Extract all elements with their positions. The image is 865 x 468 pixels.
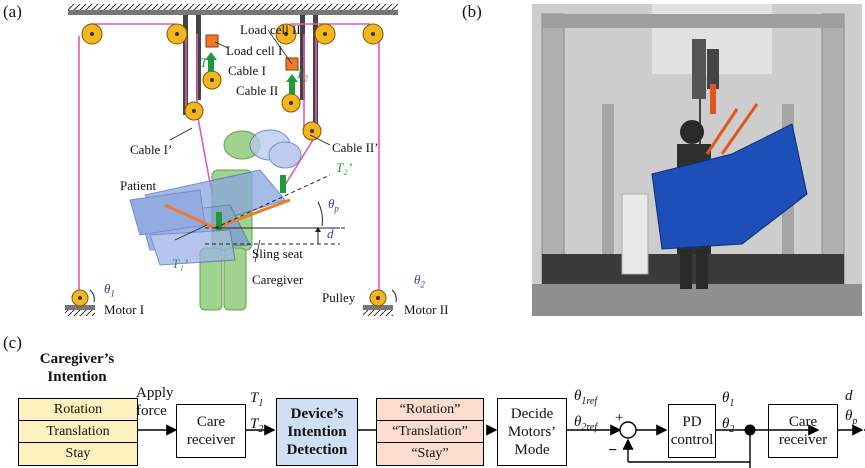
frame-post (300, 15, 305, 100)
motor-2-icon (363, 289, 397, 316)
t1-label: T1 (200, 55, 212, 73)
motor-angle-labels: θ1 θ2 (722, 390, 735, 435)
control-block-diagram-arrows (138, 421, 865, 468)
theta2-label: θ2 (414, 272, 425, 290)
cable-2p-label: Cable II’ (332, 140, 379, 155)
mode-stack: “Rotation” “Translation” “Stay” (376, 398, 484, 466)
pulley-label: Pulley (322, 290, 356, 305)
lift-mechanism-diagram (65, 4, 398, 316)
sling-seat-label: Sling seat (252, 246, 303, 261)
panel-a-label: (a) (3, 2, 22, 21)
t2p-label: T₂’ (336, 160, 353, 175)
mode-item: “Rotation” (377, 399, 483, 421)
load-cell-1-icon (205, 34, 219, 48)
pulley-icon (81, 23, 384, 141)
experiment-photo (532, 4, 862, 316)
apply-force-label: Apply force (136, 385, 174, 419)
intention-item: Stay (65, 446, 91, 461)
panel-c-label: (c) (3, 333, 22, 352)
t-measure-labels: T1 T2 (250, 390, 264, 435)
cable-2-label: Cable II (236, 83, 279, 98)
reference-labels: θ1ref θ2ref (574, 388, 598, 433)
intention-item: Translation (19, 421, 137, 443)
summing-junction (619, 421, 637, 439)
motor-2-label: Motor II (404, 302, 449, 317)
care-receiver-block-1: Care receiver (176, 404, 246, 458)
patient-figure (129, 129, 302, 266)
cable-1p-label: Cable I’ (130, 142, 173, 157)
t1p-label: T₁’ (172, 256, 189, 271)
cable-1-label: Cable I (228, 63, 266, 78)
patient-label: Patient (120, 178, 157, 193)
mode-item: “Stay” (411, 446, 449, 461)
ceiling-beam (68, 10, 398, 15)
theta1-label: θ1 (104, 281, 115, 299)
panel-b-label: (b) (462, 2, 482, 21)
intention-title: Caregiver’s Intention (39, 351, 115, 385)
tension-arrow-icon (205, 52, 298, 94)
caregiver-label: Caregiver (252, 272, 304, 287)
motor-1-label: Motor I (104, 302, 145, 317)
frame-post (196, 15, 201, 100)
load-cell-1-label: Load cell I (226, 43, 283, 58)
pickoff-point (744, 424, 756, 436)
theta-p-label: θp (328, 196, 339, 214)
plus-sign: + (615, 410, 624, 426)
mode-item: “Translation” (377, 421, 483, 443)
intention-stack: Rotation Translation Stay (18, 398, 138, 466)
minus-sign: − (608, 442, 618, 459)
t2-label: T2 (296, 66, 308, 84)
output-labels: d θp (845, 388, 858, 427)
pd-control-block: PD control (668, 404, 716, 458)
load-cell-2-label: Load cell II (240, 22, 301, 37)
d-label: d (327, 226, 334, 241)
motor-1-icon (65, 289, 95, 316)
decide-mode-block: Decide Motors’ Mode (497, 398, 567, 466)
care-receiver-block-2: Care receiver (768, 404, 838, 458)
intention-detection-block: Device’s Intention Detection (276, 398, 358, 466)
intention-item: Rotation (19, 399, 137, 421)
